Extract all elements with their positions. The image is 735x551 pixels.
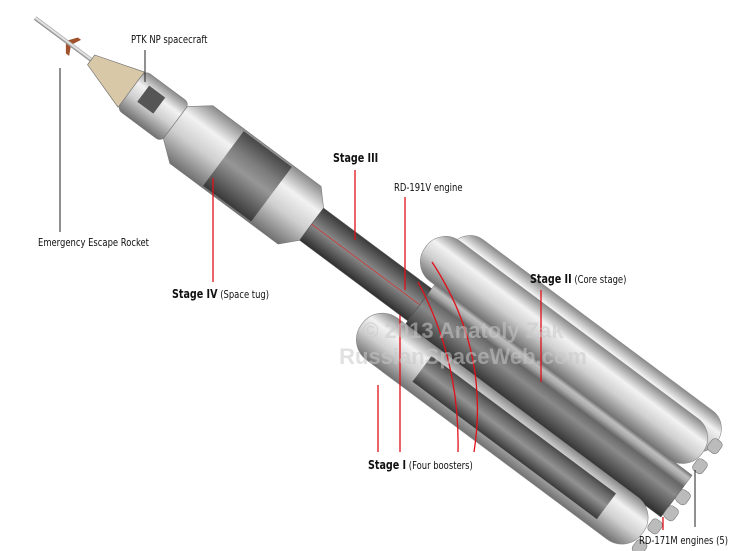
label-text: Emergency Escape Rocket xyxy=(38,236,149,249)
label-text: RD-171M engines (5) xyxy=(639,534,729,547)
watermark: © 2013 Anatoly Zak RussianSpaceWeb.com xyxy=(318,318,608,370)
label-note: (Four boosters) xyxy=(408,459,473,472)
label-stage-iv: Stage IV (Space tug) xyxy=(172,286,269,301)
label-rd-191v: RD-191V engine xyxy=(394,181,463,194)
label-stage-ii: Stage II (Core stage) xyxy=(530,271,626,286)
label-stage-iii: Stage III xyxy=(333,150,378,165)
label-bold: Stage II xyxy=(530,271,572,286)
label-bold: Stage IV xyxy=(172,286,218,301)
stage-i-booster xyxy=(420,236,708,464)
label-stage-i: Stage I (Four boosters) xyxy=(368,457,473,472)
label-note: (Core stage) xyxy=(574,273,627,286)
leader-lines-black xyxy=(59,50,696,527)
label-text: PTK NP spacecraft xyxy=(131,33,208,46)
leader-lines xyxy=(212,170,664,530)
label-note: (Space tug) xyxy=(220,288,270,301)
escape-rocket xyxy=(33,16,93,62)
label-escape-rocket: Emergency Escape Rocket xyxy=(38,236,149,249)
label-text: RD-191V engine xyxy=(394,181,463,194)
ptk-np-spacecraft xyxy=(87,54,145,108)
label-ptk-np: PTK NP spacecraft xyxy=(131,33,207,46)
label-bold: Stage I xyxy=(368,457,407,472)
watermark-line1: © 2013 Anatoly Zak xyxy=(362,318,564,343)
label-bold: Stage III xyxy=(333,150,379,165)
label-rd-171m: RD-171M engines (5) xyxy=(639,534,728,547)
watermark-line2: RussianSpaceWeb.com xyxy=(339,344,587,369)
rd-171m-engines xyxy=(631,438,723,551)
